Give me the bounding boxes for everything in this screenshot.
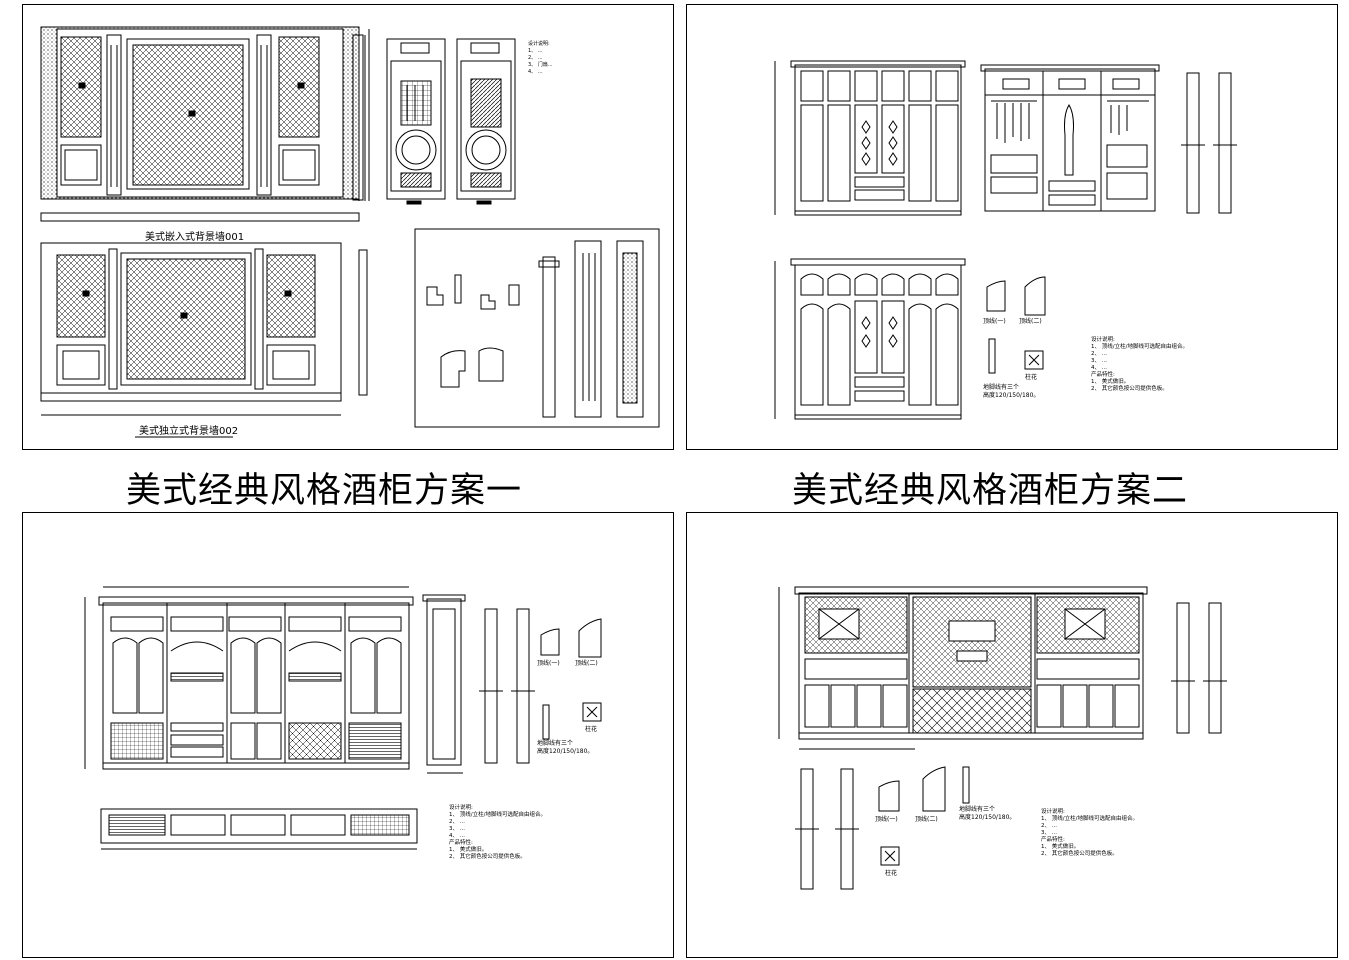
sheet-4-notes: 设计说明: 1、 顶线/立柱/地脚线可选配自由组合。 2、 ... 3、 ...… [1041, 807, 1138, 857]
svg-text:3、 门扇...: 3、 门扇... [528, 61, 553, 68]
svg-text:顶线(一): 顶线(一) [875, 815, 898, 823]
molding-profiles-3 [540, 618, 602, 740]
svg-text:2、 ...: 2、 ... [528, 55, 543, 61]
svg-text:2、 其它颜色按公司提供色板。: 2、 其它颜色按公司提供色板。 [449, 852, 526, 860]
svg-text:柱花: 柱花 [885, 869, 897, 877]
svg-text:设计说明:: 设计说明: [449, 803, 473, 811]
svg-text:顶线(一): 顶线(一) [983, 317, 1006, 325]
scheme-2-title: 美式经典风格酒柜方案二 [792, 471, 1189, 511]
svg-text:设计说明:: 设计说明: [1091, 335, 1115, 343]
cabinet-2a-elevation [774, 60, 966, 216]
svg-text:产品特性:: 产品特性: [1041, 835, 1065, 843]
molding-labels-3: 顶线(一) 顶线(二) 柱花 地脚线有三个 高度120/150/180。 [537, 659, 598, 755]
svg-text:产品特性:: 产品特性: [1091, 370, 1115, 378]
drawing-sheet-4: 顶线(一) 顶线(二) 柱花 地脚线有三个 高度120/150/180。 设计说… [686, 512, 1338, 958]
molding-profiles-2 [986, 276, 1046, 374]
sheet-1-drawing: 美式嵌入式背景墙001 美式独立式背景墙002 [40, 26, 660, 438]
svg-text:1、 美式做旧。: 1、 美式做旧。 [1041, 842, 1079, 850]
svg-text:设计说明:: 设计说明: [1041, 807, 1065, 815]
drawing-sheet-1: 美式嵌入式背景墙001 美式独立式背景墙002 [22, 4, 674, 450]
cabinet-2b-elevation [774, 258, 966, 420]
svg-text:设计说明:: 设计说明: [528, 40, 550, 47]
sheet-1-notes: 设计说明: 1、 ... 2、 ... 3、 门扇... 4、 ... [528, 40, 553, 75]
svg-text:1、 ...: 1、 ... [528, 48, 543, 54]
drawing-sheet-2: 顶线(一) 顶线(二) 柱花 地脚线有三个 高度120/150/180。 设计说… [686, 4, 1338, 450]
sheet-3-notes: 设计说明: 1、 顶线/立柱/地脚线可选配自由组合。 2、 ... 3、 ...… [449, 803, 546, 860]
svg-text:地脚线有三个: 地脚线有三个 [959, 805, 995, 813]
svg-text:3、 ...: 3、 ... [449, 826, 465, 832]
svg-text:3、 ...: 3、 ... [1091, 358, 1107, 364]
molding-profiles-4 [878, 766, 970, 866]
sheet-3-drawing: 顶线(一) 顶线(二) 柱花 地脚线有三个 高度120/150/180。 设计说… [84, 586, 602, 860]
svg-text:2、 ...: 2、 ... [449, 819, 465, 825]
svg-text:2、 其它颜色按公司提供色板。: 2、 其它颜色按公司提供色板。 [1091, 384, 1168, 392]
svg-text:顶线(二): 顶线(二) [575, 659, 598, 667]
columns-3 [479, 608, 535, 764]
svg-text:4、 ...: 4、 ... [449, 833, 465, 839]
drawing-sheet-3: 顶线(一) 顶线(二) 柱花 地脚线有三个 高度120/150/180。 设计说… [22, 512, 674, 958]
svg-text:1、 顶线/立柱/地脚线可选配自由组合。: 1、 顶线/立柱/地脚线可选配自由组合。 [1091, 342, 1188, 350]
side-columns-2 [1181, 72, 1237, 214]
svg-text:1、 顶线/立柱/地脚线可选配自由组合。: 1、 顶线/立柱/地脚线可选配自由组合。 [1041, 814, 1138, 822]
sheet-2-notes: 设计说明: 1、 顶线/立柱/地脚线可选配自由组合。 2、 ... 3、 ...… [1091, 335, 1188, 392]
svg-text:4、 ...: 4、 ... [1091, 365, 1107, 371]
sheet-2-drawing: 顶线(一) 顶线(二) 柱花 地脚线有三个 高度120/150/180。 设计说… [774, 60, 1237, 420]
cabinet-3-plan [100, 808, 418, 850]
svg-text:1、 美式做旧。: 1、 美式做旧。 [1091, 377, 1129, 385]
svg-text:高度120/150/180。: 高度120/150/180。 [959, 813, 1015, 821]
door-b-elevation [456, 38, 516, 205]
svg-text:高度120/150/180。: 高度120/150/180。 [537, 747, 593, 755]
sheet-4-drawing: 顶线(一) 顶线(二) 柱花 地脚线有三个 高度120/150/180。 设计说… [778, 586, 1227, 890]
wall-002-label: 美式独立式背景墙002 [139, 424, 238, 437]
svg-text:柱花: 柱花 [585, 725, 597, 733]
svg-text:1、 美式做旧。: 1、 美式做旧。 [449, 845, 487, 853]
svg-text:柱花: 柱花 [1025, 373, 1037, 381]
svg-text:顶线(一): 顶线(一) [537, 659, 560, 667]
svg-text:顶线(二): 顶线(二) [1019, 317, 1042, 325]
wine-cabinet-3-elevation [84, 586, 414, 770]
wine-cabinet-4-elevation [778, 586, 1148, 750]
svg-text:2、 其它颜色按公司提供色板。: 2、 其它颜色按公司提供色板。 [1041, 849, 1118, 857]
svg-text:4、 ...: 4、 ... [528, 69, 543, 75]
svg-text:1、 顶线/立柱/地脚线可选配自由组合。: 1、 顶线/立柱/地脚线可选配自由组合。 [449, 810, 546, 818]
cabinet-2-interior [980, 64, 1160, 212]
wall-001-label: 美式嵌入式背景墙001 [145, 230, 244, 243]
svg-text:2、 ...: 2、 ... [1091, 351, 1107, 357]
svg-text:顶线(二): 顶线(二) [915, 815, 938, 823]
svg-text:地脚线有三个: 地脚线有三个 [537, 739, 573, 747]
columns-4 [795, 602, 1227, 890]
cabinet-3-side [422, 594, 466, 774]
svg-text:地脚线有三个: 地脚线有三个 [983, 383, 1019, 391]
door-a-elevation [386, 38, 446, 205]
svg-text:3、 ...: 3、 ... [1041, 830, 1057, 836]
wall-002-elevation [40, 242, 368, 416]
svg-text:2、 ...: 2、 ... [1041, 823, 1057, 829]
molding-detail-box [414, 228, 660, 428]
molding-labels-4: 顶线(一) 顶线(二) 柱花 地脚线有三个 高度120/150/180。 [875, 805, 1015, 877]
wall-001-elevation [40, 26, 366, 222]
svg-text:产品特性:: 产品特性: [449, 838, 473, 846]
svg-text:高度120/150/180。: 高度120/150/180。 [983, 391, 1039, 399]
molding-labels-2: 顶线(一) 顶线(二) 柱花 地脚线有三个 高度120/150/180。 [983, 317, 1042, 399]
scheme-1-title: 美式经典风格酒柜方案一 [126, 471, 523, 511]
wall-001-side [352, 29, 370, 201]
